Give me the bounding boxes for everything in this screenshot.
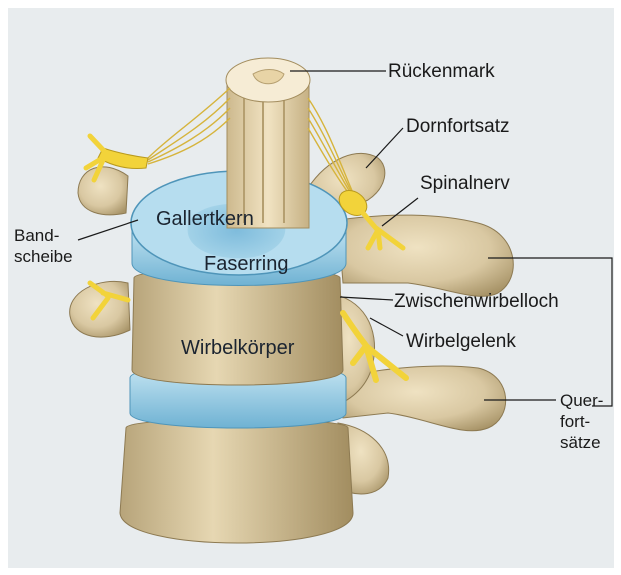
label-rueckenmark: Rückenmark: [388, 61, 495, 83]
label-faserring: Faserring: [204, 253, 288, 275]
left-process-upper: [78, 167, 128, 215]
label-wirbelkoerper: Wirbelkörper: [181, 337, 294, 359]
label-bandscheibe-line1: Band-: [14, 225, 73, 246]
label-querfortsaetze-line3: sätze: [560, 432, 603, 453]
label-querfortsaetze-line1: Quer-: [560, 390, 603, 411]
transverse-process-upper: [338, 215, 513, 296]
lower-vertebral-body: [120, 419, 353, 543]
label-querfortsaetze-line2: fort-: [560, 411, 603, 432]
spine-illustration: [8, 8, 614, 568]
label-spinalnerv: Spinalnerv: [420, 173, 510, 195]
diagram-frame: Rückenmark Dornfortsatz Spinalnerv Band-…: [8, 8, 614, 568]
label-bandscheibe: Band- scheibe: [14, 225, 73, 267]
label-dornfortsatz: Dornfortsatz: [406, 116, 509, 138]
middle-vertebral-body: [132, 269, 343, 385]
label-bandscheibe-line2: scheibe: [14, 246, 73, 267]
label-zwischenwirbelloch: Zwischenwirbelloch: [394, 291, 559, 313]
label-querfortsaetze: Quer- fort- sätze: [560, 390, 603, 453]
label-gallertkern: Gallertkern: [156, 208, 254, 230]
label-wirbelgelenk: Wirbelgelenk: [406, 331, 516, 353]
